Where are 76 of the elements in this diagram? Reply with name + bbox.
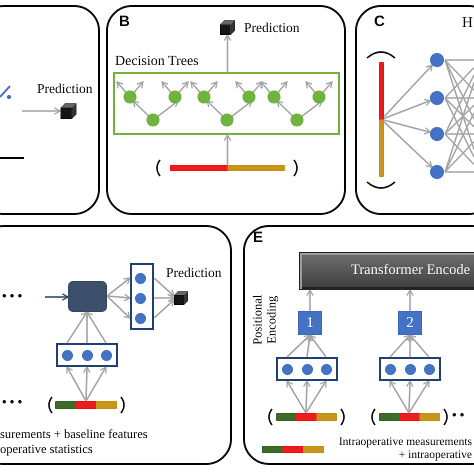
arrow bbox=[305, 334, 314, 358]
feature-bar bbox=[170, 165, 285, 171]
ellipsis-dots: • • • bbox=[2, 395, 22, 410]
legend-text: Intraoperative measurements + intraoperative bbox=[338, 436, 472, 462]
arrow bbox=[286, 334, 311, 358]
feature-bar bbox=[379, 413, 440, 421]
arrow bbox=[406, 334, 414, 357]
arrow bbox=[224, 134, 232, 165]
token-number: 2 bbox=[405, 315, 415, 332]
arrow bbox=[383, 121, 433, 168]
arrow bbox=[83, 366, 91, 402]
cube-icon bbox=[220, 20, 235, 35]
feature-bar bbox=[379, 62, 384, 177]
arrow bbox=[86, 311, 107, 344]
panel-card bbox=[355, 5, 474, 215]
panel-letter: B bbox=[119, 14, 130, 30]
arrow bbox=[22, 107, 61, 115]
arrow bbox=[66, 366, 87, 402]
token-box bbox=[298, 311, 322, 335]
arrow bbox=[389, 380, 410, 414]
arrow bbox=[406, 380, 414, 414]
arrow bbox=[408, 380, 430, 414]
neuron-node bbox=[430, 127, 444, 141]
encoder-block bbox=[299, 252, 474, 290]
arrow bbox=[153, 299, 175, 319]
panel-card bbox=[106, 5, 346, 215]
prediction-label: Prediction bbox=[166, 266, 222, 281]
neuron-layer-box bbox=[379, 357, 441, 381]
feature-bar bbox=[276, 413, 337, 421]
arrow bbox=[383, 64, 433, 118]
arrow bbox=[106, 277, 131, 297]
arrow bbox=[106, 295, 131, 319]
token-box bbox=[398, 311, 422, 335]
ellipsis-dots: • • bbox=[452, 408, 464, 422]
arrow bbox=[286, 380, 307, 414]
neuron-layer-box bbox=[276, 357, 338, 381]
arrow bbox=[85, 366, 107, 402]
panel-title: H bbox=[462, 15, 473, 32]
arrow bbox=[384, 119, 431, 135]
caption-text: surements + baseline features bbox=[0, 428, 148, 442]
arrow bbox=[66, 311, 88, 344]
caption-text: operative statistics bbox=[0, 443, 93, 457]
panel-card bbox=[0, 5, 100, 215]
neuron-node bbox=[430, 91, 444, 105]
panel-letter: E bbox=[253, 230, 264, 246]
feature-bar bbox=[55, 401, 117, 409]
heading: Decision Trees bbox=[115, 54, 199, 70]
encoder-label: Transformer Encode bbox=[351, 263, 470, 279]
arrow bbox=[154, 294, 175, 302]
arrow bbox=[384, 98, 432, 120]
arrow bbox=[106, 294, 131, 302]
arrow bbox=[389, 334, 411, 358]
neuron-layer-box bbox=[56, 343, 118, 367]
token-number: 1 bbox=[305, 315, 315, 332]
ellipsis-dots: • • • bbox=[2, 289, 22, 304]
arrow bbox=[409, 334, 430, 358]
neuron-layer-box bbox=[130, 263, 154, 330]
prediction-label: Prediction bbox=[244, 21, 300, 36]
arrow bbox=[302, 380, 311, 414]
prediction-label: Prediction bbox=[37, 82, 92, 97]
panel-letter: C bbox=[374, 14, 385, 30]
panel-card bbox=[0, 225, 232, 465]
arrow bbox=[309, 334, 327, 358]
neuron-node bbox=[430, 53, 444, 67]
cube-icon bbox=[174, 291, 188, 305]
arrow bbox=[45, 293, 69, 301]
cube-icon bbox=[60, 103, 77, 119]
panel-card bbox=[243, 225, 474, 465]
arrow bbox=[305, 380, 327, 414]
arrow bbox=[406, 289, 414, 311]
arrow bbox=[153, 277, 175, 297]
vertical-label: Positional Encoding bbox=[251, 294, 279, 347]
hidden-state-box bbox=[68, 281, 107, 312]
neuron-node bbox=[430, 165, 444, 179]
arrow bbox=[306, 289, 314, 311]
arrow bbox=[224, 34, 232, 72]
